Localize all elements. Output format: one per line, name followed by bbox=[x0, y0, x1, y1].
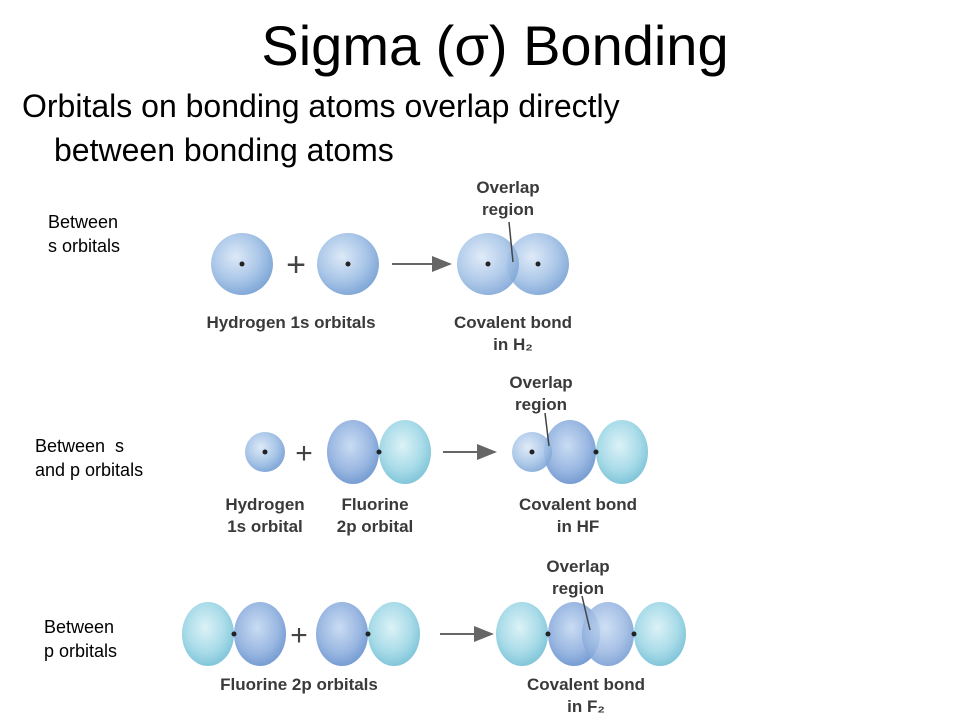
f-2p-lobe-blue bbox=[544, 420, 596, 484]
nucleus-dot bbox=[376, 449, 382, 455]
nucleus-dot bbox=[365, 631, 371, 637]
f-2p-lobe-blue bbox=[316, 602, 368, 666]
row2-diagram: + Overlap region Hydrogen 1s orbital Flu… bbox=[225, 373, 648, 536]
row3-label-line2: p orbitals bbox=[44, 641, 118, 661]
right-caption-line2: in HF bbox=[557, 517, 600, 536]
nucleus-dot bbox=[545, 631, 551, 637]
f-2p-lobe-blue bbox=[234, 602, 286, 666]
right-caption-line1: Covalent bond bbox=[519, 495, 637, 514]
overlap-label-line2: region bbox=[482, 200, 534, 219]
left-caption-b-line2: 2p orbital bbox=[337, 517, 414, 536]
right-caption-line2: in F₂ bbox=[567, 697, 605, 716]
bullet-text: Orbitals on bonding atoms overlap direct… bbox=[22, 84, 742, 172]
slide-title: Sigma (σ) Bonding bbox=[261, 14, 729, 77]
overlap-pointer bbox=[544, 412, 550, 447]
nucleus-dot bbox=[593, 449, 599, 455]
right-caption-line1: Covalent bond bbox=[454, 313, 572, 332]
f-2p-lobe-blue bbox=[327, 420, 379, 484]
f-2p-lobe-cyan bbox=[496, 602, 548, 666]
f-2p-lobe-cyan bbox=[634, 602, 686, 666]
nucleus-dot bbox=[535, 261, 541, 267]
left-caption: Fluorine 2p orbitals bbox=[220, 675, 378, 694]
row1-label: Between s orbitals bbox=[48, 210, 120, 258]
plus-sign: + bbox=[286, 246, 306, 284]
nucleus-dot bbox=[262, 449, 268, 455]
f-2p-lobe-cyan bbox=[368, 602, 420, 666]
right-caption-line2: in H₂ bbox=[493, 335, 533, 354]
overlap-label-line1: Overlap bbox=[509, 373, 572, 392]
row2-label-line1: Between s bbox=[35, 436, 125, 456]
row2-label: Between s and p orbitals bbox=[35, 434, 143, 482]
f-2p-lobe-cyan bbox=[379, 420, 431, 484]
overlap-label-line1: Overlap bbox=[546, 557, 609, 576]
overlap-label-line1: Overlap bbox=[476, 178, 539, 197]
nucleus-dot bbox=[231, 631, 237, 637]
left-caption-b-line1: Fluorine bbox=[341, 495, 408, 514]
row2-label-line2: and p orbitals bbox=[35, 460, 144, 480]
left-caption-a-line1: Hydrogen bbox=[225, 495, 304, 514]
bullet-line-2: between bonding atoms bbox=[54, 132, 394, 168]
row1-diagram: + Overlap region Hydrogen 1s orbitals Co… bbox=[206, 178, 572, 354]
overlap-pointer bbox=[581, 595, 591, 631]
right-caption-line1: Covalent bond bbox=[527, 675, 645, 694]
nucleus-dot bbox=[239, 261, 245, 267]
row3-label: Between p orbitals bbox=[44, 615, 117, 663]
row1-label-line1: Between bbox=[48, 212, 119, 232]
overlap-pointer bbox=[508, 221, 514, 263]
nucleus-dot bbox=[345, 261, 351, 267]
row3-label-line1: Between bbox=[44, 617, 115, 637]
bullet-line-1: Orbitals on bonding atoms overlap direct… bbox=[22, 88, 620, 124]
plus-sign: + bbox=[295, 437, 313, 470]
f-2p-lobe-cyan bbox=[182, 602, 234, 666]
overlap-label-line2: region bbox=[552, 579, 604, 598]
nucleus-dot bbox=[631, 631, 637, 637]
f-2p-lobe-cyan bbox=[596, 420, 648, 484]
f-2p-lobe-blue bbox=[582, 602, 634, 666]
row1-label-line2: s orbitals bbox=[48, 236, 121, 256]
overlap-label-line2: region bbox=[515, 395, 567, 414]
nucleus-dot bbox=[485, 261, 491, 267]
left-caption-a-line2: 1s orbital bbox=[227, 517, 303, 536]
row3-diagram: + Overlap region Fluorine 2p orbitals Co… bbox=[182, 557, 686, 716]
plus-sign: + bbox=[290, 619, 308, 652]
left-caption: Hydrogen 1s orbitals bbox=[206, 313, 375, 332]
nucleus-dot bbox=[529, 449, 535, 455]
